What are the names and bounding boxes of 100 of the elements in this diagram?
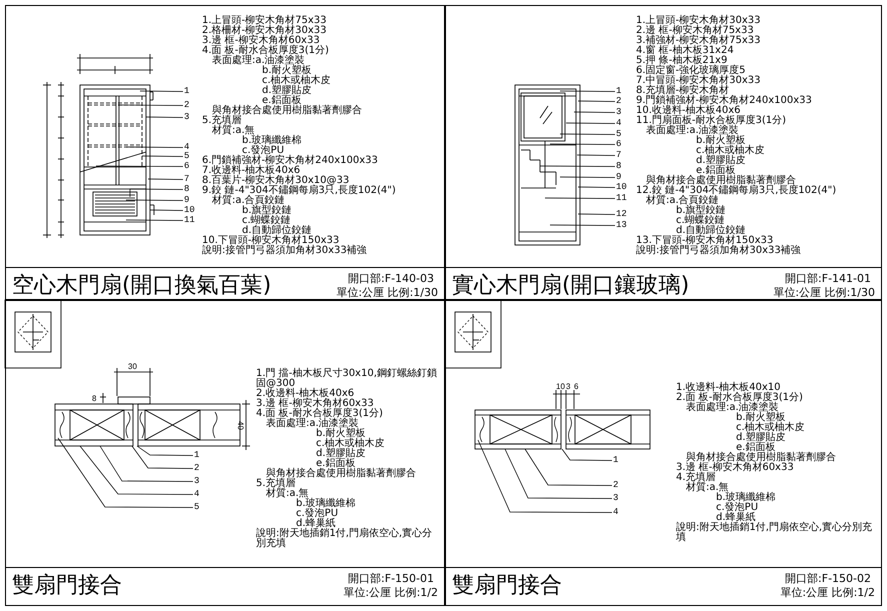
leader-line [96,166,184,167]
spec-note: c.發泡PU [295,509,340,519]
spec-note: 5.充填層 [202,116,243,126]
callout-number: 6 [616,139,622,150]
spec-note: 2.邊 框-柳安木角材75x33 [636,26,754,36]
spec-note: d.自動歸位鉸鏈 [676,226,746,236]
callout-number: 2 [194,463,200,474]
spec-note: b.旗型鉸鏈 [241,206,293,216]
callout-number: 11 [616,193,627,204]
leader-line [126,146,184,148]
leader-line [130,188,184,198]
spec-note: 與角材接合處使用樹脂黏著劑膠合 [686,453,837,463]
leader-line [578,214,616,215]
callout-number: 3 [194,476,200,487]
drawing-sheet-panel [5,5,445,300]
spec-note: 4.面 板-耐水合板厚度3(1分) [202,46,330,56]
spec-note: 表面處理:a.油漆塗裝 [685,403,779,413]
callout-number: 8 [184,184,190,195]
leader-line [118,104,184,106]
leader-line [560,90,616,92]
spec-note: e.鋁面板 [316,459,356,469]
spec-note: 材質:a.無 [211,126,255,136]
door-elevation-drawing [80,84,154,236]
callout-number: 10 [184,205,195,216]
leader-line [148,178,184,180]
spec-note: d.塑膠貼皮 [315,449,367,459]
scale-note: 單位:公厘 比例:1/30 [336,286,438,299]
spec-note: 1.收邊料-柚木板40x10 [676,383,781,393]
leader-line [576,154,616,156]
spec-note: 說明:附天地插銷1付,門扇依空心,實心分別充填 [256,529,434,549]
spec-note: d.塑膠貼皮 [735,433,787,443]
spec-note: c.蝴蝶鉸鏈 [675,216,725,226]
spec-note: 9.鉸 鏈-4"304不鏽鋼每扇3只,長度102(4") [202,186,397,196]
spec-note: d.蜂巢紙 [296,519,336,529]
spec-note: b.耐火塑板 [695,136,746,146]
spec-note: b.耐火塑板 [315,429,366,439]
callout-number: 13 [616,220,627,231]
dimension-label: 10 [556,382,565,391]
spec-note: 10.收邊料-柚木板40x6 [636,106,741,116]
callout-number: 4 [184,142,190,153]
spec-note: c.柚木或柚木皮 [735,423,806,433]
leader-line [80,446,194,495]
spec-note: 7.中冒頭-柳安木角材30x33 [636,76,762,86]
leader-line [150,210,184,211]
spec-note: c.柚木或柚木皮 [695,146,766,156]
spec-note: 1.上冒頭-柳安木角材30x33 [636,16,762,26]
leader-line [132,446,194,469]
callout-number: 1 [613,455,618,466]
callout-number: 6 [184,161,190,172]
spec-note: 材質:a.合頁鉸鏈 [645,196,719,206]
spec-note: 2.收邊料-柚木板40x6 [256,389,354,399]
spec-note: 說明:接管門弓器須加角材30x33補強 [202,246,368,256]
spec-note: 4.窗 框-柚木板31x24 [636,46,735,56]
callout-number: 7 [616,150,622,161]
leader-line [524,448,612,486]
dimension-label: 8 [92,394,96,403]
spec-note: 9.門鎖補強材-柳安木角材240x100x33 [636,96,813,106]
callout-number: 5 [616,129,622,140]
callout-number: 3 [616,107,622,118]
spec-note: c.發泡PU [715,503,760,513]
drawing-sheet-panel [445,5,882,300]
spec-note: 6.固定窗-強化玻璃厚度5 [636,66,746,76]
callout-number: 9 [184,195,190,206]
leader-line [562,448,612,461]
spec-note: 8.充填層-柳安木角材 [636,86,730,96]
callout-number: 2 [184,100,190,111]
door-elevation-drawing [514,84,580,246]
leader-line [504,448,612,499]
leader-line [550,144,616,145]
callout-number: 5 [184,151,190,162]
leader-line [560,176,616,178]
drawing-number: 開口部:F-140-03 [348,272,434,285]
spec-note: c.柚木或柚木皮 [315,439,386,449]
spec-note: 3.邊 框-柳安木角材60x33 [256,399,374,409]
spec-note: 11.門扇面板-耐水合板厚度3(1分) [636,116,788,126]
spec-note: b.玻璃纖維棉 [241,136,303,146]
drawing-title: 雙扇門接合 [452,573,562,599]
spec-note: 8.百葉片-柳安木角材30x10@33 [202,176,350,186]
callout-number: 1 [184,86,190,97]
spec-note: b.玻璃纖維棉 [295,499,357,509]
door-section-drawing [474,410,650,450]
spec-note: d.自動歸位鉸鏈 [242,226,312,236]
callout-number: 1 [616,86,622,97]
callout-number: 5 [194,502,200,513]
callout-number: 3 [184,112,190,123]
leader-line [136,446,194,456]
spec-note: b.耐火塑板 [261,66,312,76]
spec-note: e.鋁面板 [696,166,736,176]
drawing-number: 開口部:F-141-01 [785,272,871,285]
drawing-number: 開口部:F-150-01 [348,572,434,585]
spec-note: d.塑膠貼皮 [695,156,747,166]
dimension-label: 3 [566,382,570,391]
spec-note: b.玻璃纖維棉 [715,493,777,503]
spec-note: 1.上冒頭-柳安木角材75x33 [202,16,328,26]
spec-note: 3.補強材-柳安木角材75x33 [636,36,762,46]
spec-note: 材質:a.無 [265,489,309,499]
spec-note: 6.門鎖補強材-柳安木角材240x100x33 [202,156,379,166]
leader-line [126,200,184,201]
callout-number: 4 [613,507,618,518]
callout-number: 8 [616,161,622,172]
